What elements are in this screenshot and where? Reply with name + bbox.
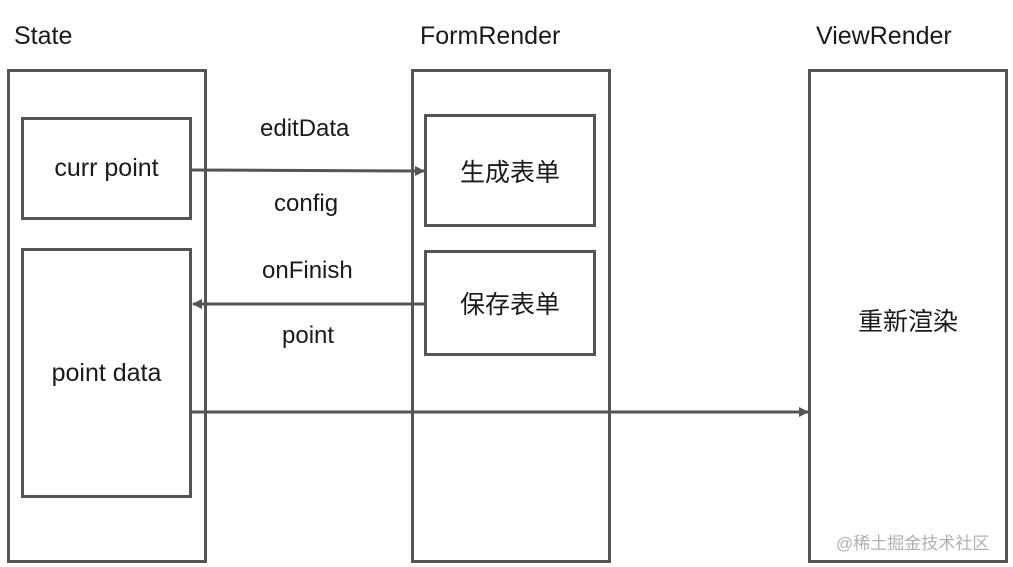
node-curr-point: curr point: [21, 117, 192, 220]
lane-title-form-render: FormRender: [420, 22, 561, 50]
node-curr-point-label: curr point: [54, 154, 159, 182]
lane-form-render: [411, 69, 611, 563]
node-generate-form-label: 生成表单: [459, 158, 560, 187]
node-point-data-label: point data: [51, 358, 162, 387]
lane-title-state: State: [14, 22, 73, 50]
lane-title-view-render: ViewRender: [816, 22, 952, 50]
edge-label-point: point: [282, 322, 335, 349]
edge-label-config: config: [274, 190, 339, 217]
edge-label-onfinish: onFinish: [262, 257, 353, 284]
node-save-form-label: 保存表单: [459, 291, 560, 319]
edge-label-editdata: editData: [260, 115, 350, 142]
node-save-form: 保存表单: [424, 250, 596, 356]
node-generate-form: 生成表单: [424, 114, 596, 227]
node-point-data: point data: [21, 248, 192, 498]
edge-curr-point-to-generate-form: [190, 165, 425, 176]
watermark-text: @稀土掘金技术社区: [836, 534, 990, 553]
node-rerender: 重新渲染: [811, 290, 1005, 350]
node-rerender-label: 重新渲染: [857, 308, 958, 336]
lane-state: [7, 69, 207, 563]
lane-view-render: [808, 69, 1008, 563]
